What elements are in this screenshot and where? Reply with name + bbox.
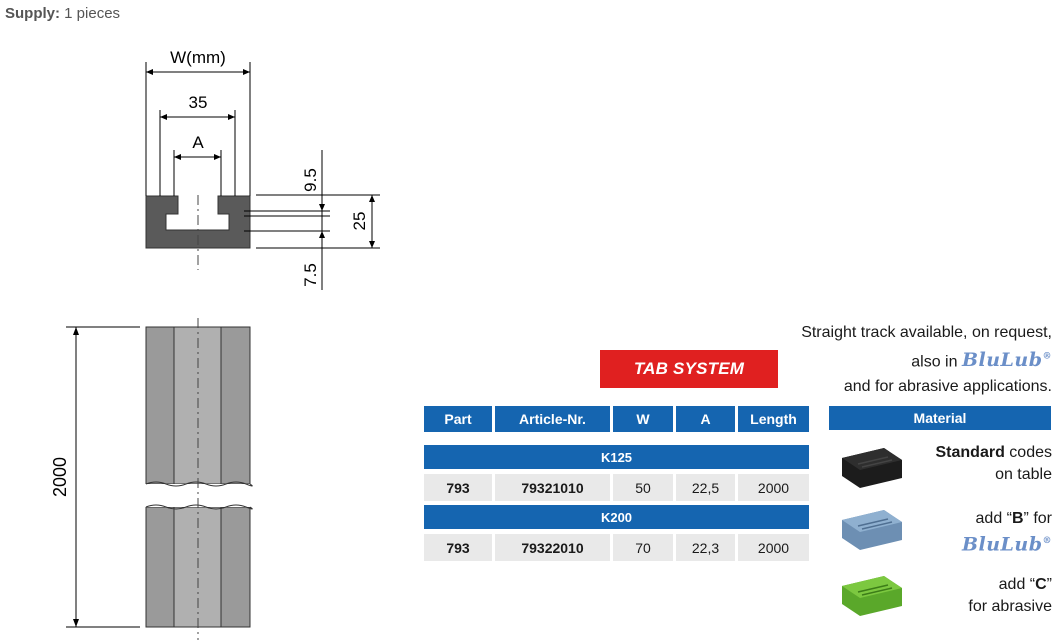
material-blulub: add “B” for BluLub® bbox=[961, 510, 1052, 556]
note-line-3: and for abrasive applications. bbox=[843, 378, 1052, 396]
spec-table: Part Article-Nr. W A Length K125 793 793… bbox=[421, 406, 812, 561]
dim-9-5: 9.5 bbox=[301, 168, 320, 192]
material-standard: Standard codes on table bbox=[935, 444, 1053, 483]
col-length: Length bbox=[738, 406, 809, 432]
availability-note: Straight track available, on request, al… bbox=[801, 320, 1052, 399]
table-row: 793 79321010 50 22,5 2000 bbox=[424, 474, 809, 501]
material-abrasive: add “C” for abrasive bbox=[968, 576, 1052, 615]
group-k200: K200 bbox=[424, 505, 809, 529]
dim-a: A bbox=[192, 133, 204, 152]
col-part: Part bbox=[424, 406, 492, 432]
table-row: 793 79322010 70 22,3 2000 bbox=[424, 534, 809, 561]
dim-7-5: 7.5 bbox=[301, 263, 320, 287]
dim-35: 35 bbox=[189, 93, 208, 112]
blulub-logo-small: BluLub® bbox=[961, 533, 1052, 556]
dim-w-label: W(mm) bbox=[170, 48, 226, 67]
table-header-row: Part Article-Nr. W A Length bbox=[424, 406, 809, 432]
col-article: Article-Nr. bbox=[495, 406, 610, 432]
abrasive-material-swatch bbox=[842, 576, 902, 616]
supply-line: Supply: 1 pieces bbox=[5, 5, 120, 22]
profile-cross-section bbox=[145, 195, 251, 249]
material-header: Material bbox=[829, 406, 1051, 430]
dim-2000: 2000 bbox=[50, 457, 70, 497]
col-w: W bbox=[613, 406, 673, 432]
technical-drawing: W(mm) 35 A 9.5 25 7.5 2000 bbox=[50, 48, 380, 640]
blulub-material-swatch bbox=[842, 510, 902, 550]
tab-system-badge: TAB SYSTEM bbox=[600, 350, 778, 388]
blulub-logo: BluLub® bbox=[961, 349, 1052, 372]
dim-25: 25 bbox=[350, 212, 369, 231]
group-k125: K125 bbox=[424, 445, 809, 469]
supply-label: Supply: bbox=[5, 5, 60, 22]
note-line-2: also in BluLub® bbox=[911, 349, 1052, 372]
track-side-view bbox=[140, 318, 256, 640]
standard-material-swatch bbox=[842, 448, 902, 488]
supply-value: 1 pieces bbox=[64, 5, 121, 22]
note-line-1: Straight track available, on request, bbox=[801, 324, 1052, 341]
col-a: A bbox=[676, 406, 735, 432]
